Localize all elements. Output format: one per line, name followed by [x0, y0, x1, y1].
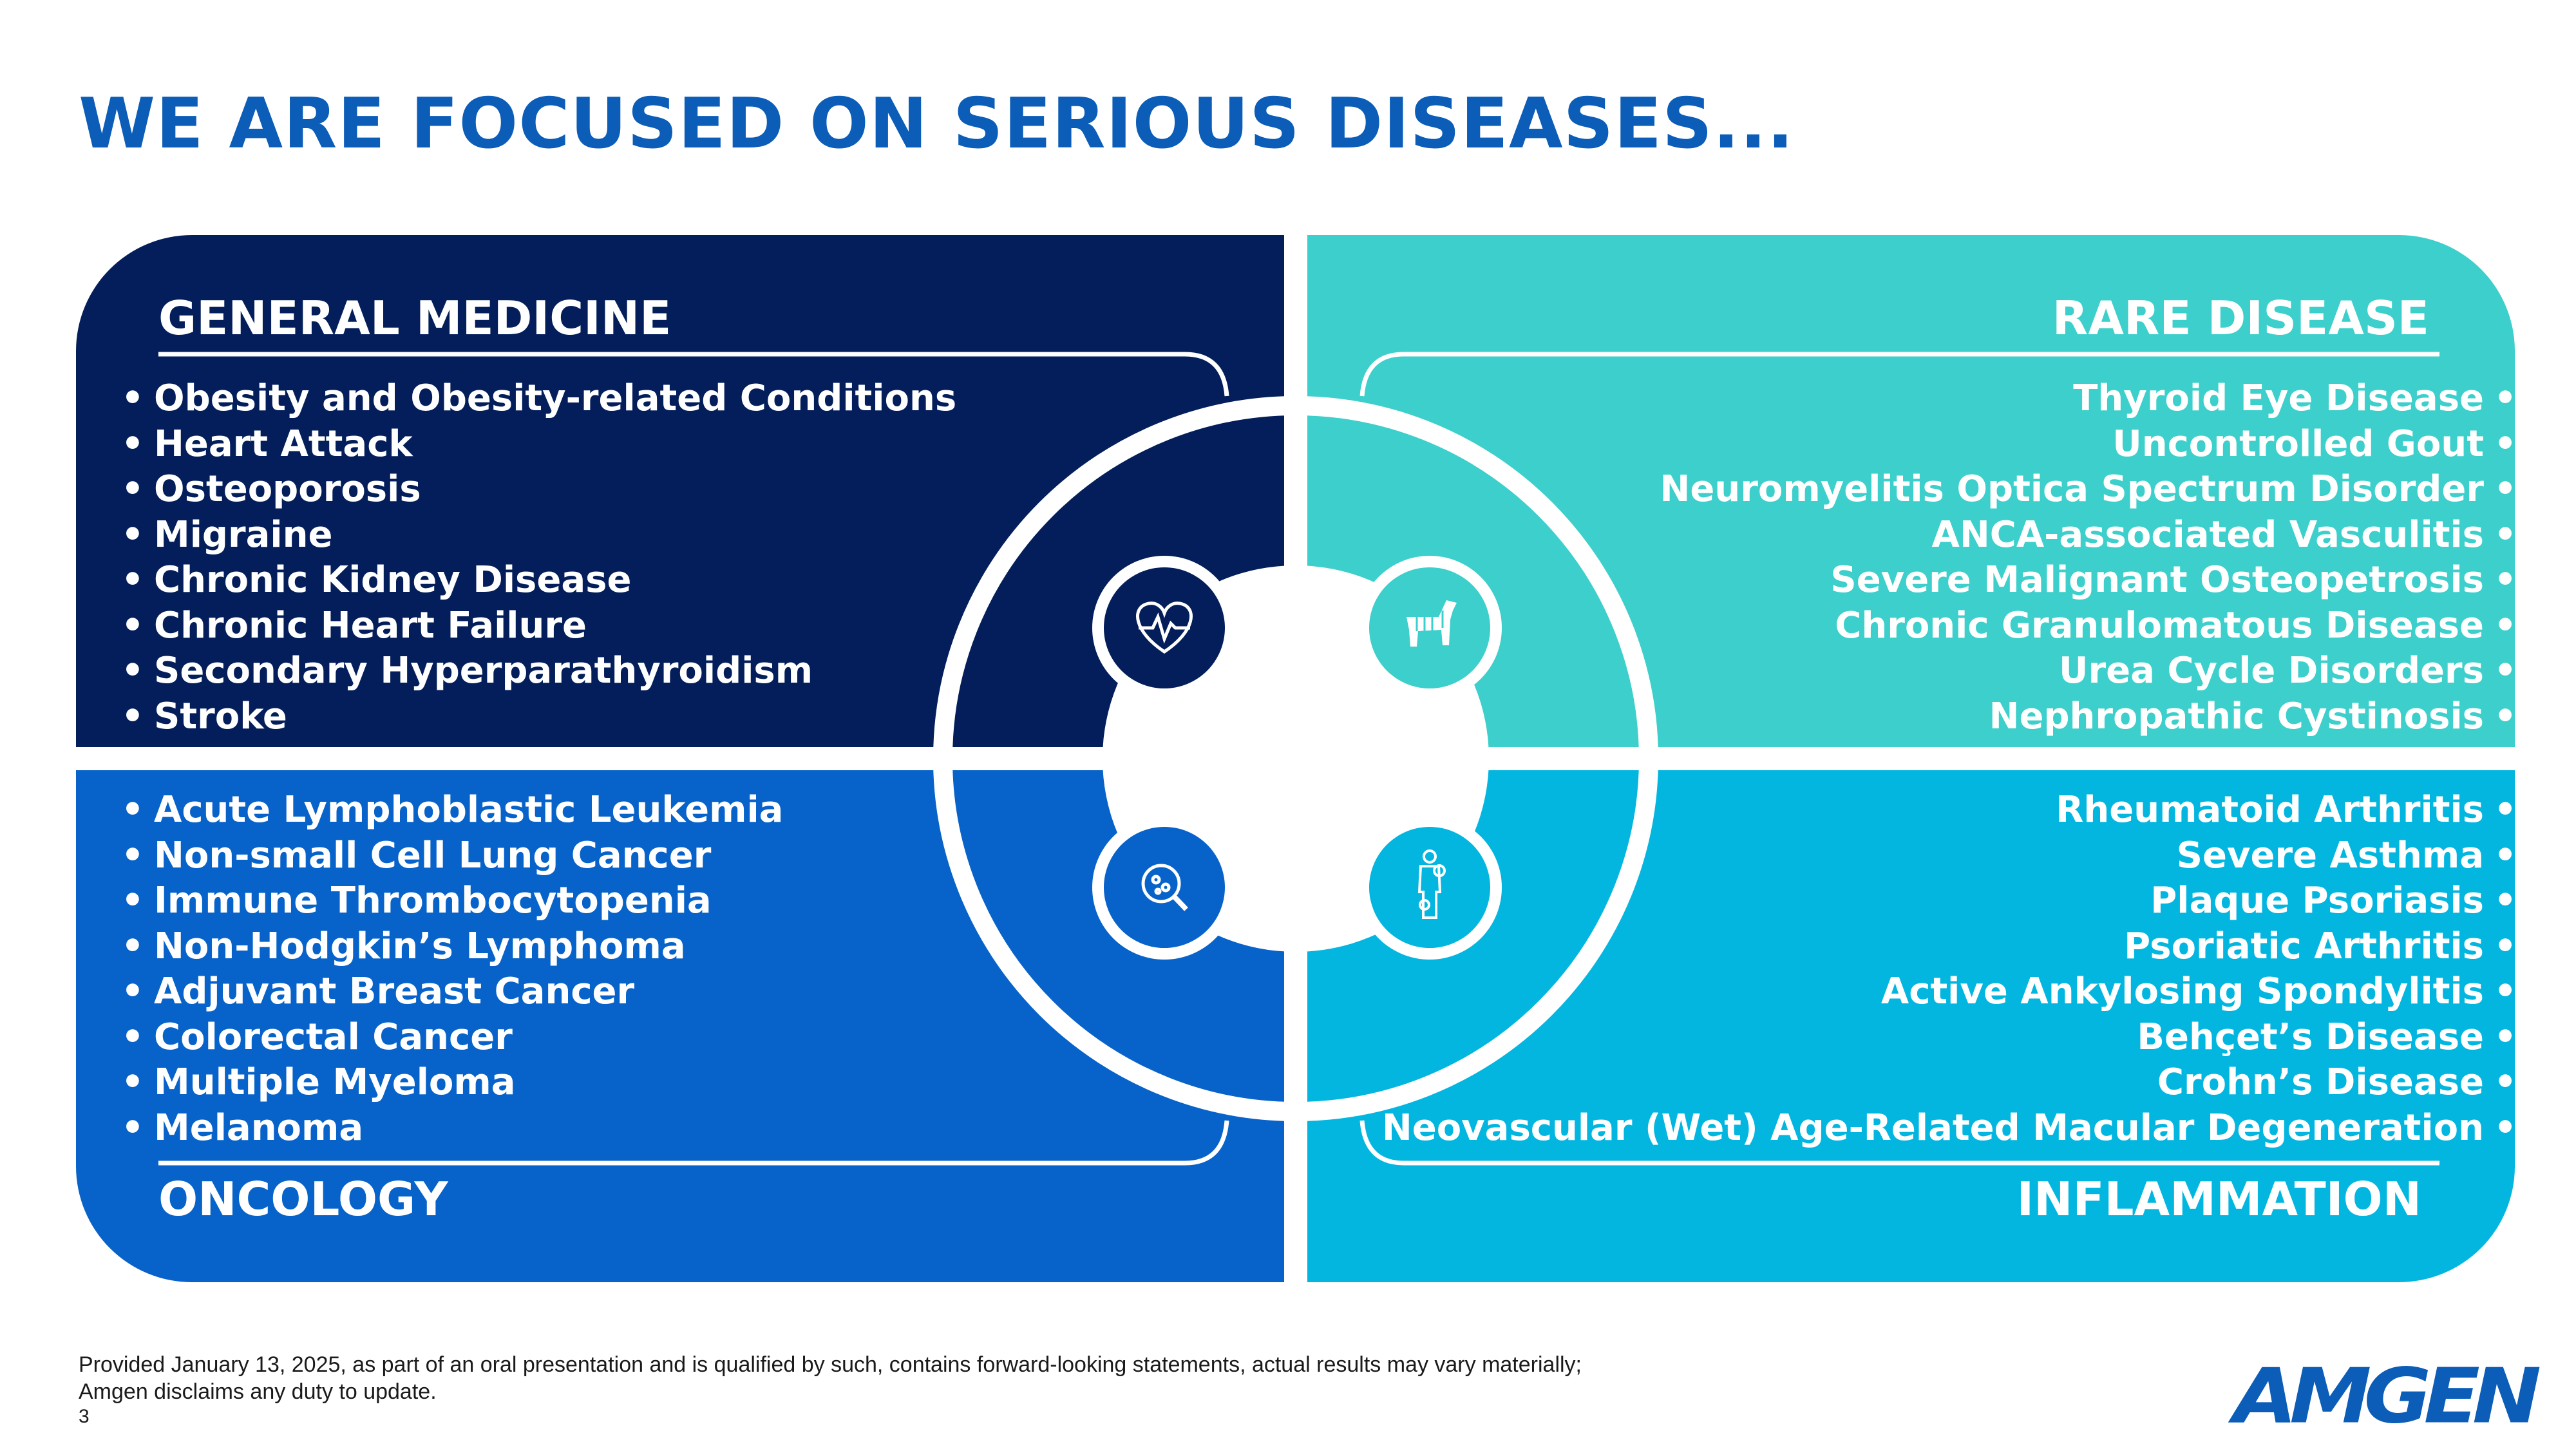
oncology-title: ONCOLOGY [158, 1172, 448, 1226]
list-item: Melanoma [121, 1106, 783, 1151]
list-item: Non-Hodgkin’s Lymphoma [121, 924, 783, 970]
amgen-logo: AMGEN [2233, 1352, 2541, 1441]
rare-disease-list: Thyroid Eye Disease Uncontrolled Gout Ne… [1660, 376, 2517, 739]
list-item: Psoriatic Arthritis [1382, 924, 2517, 970]
list-item: Chronic Heart Failure [121, 603, 956, 649]
zebra-badge [1358, 556, 1502, 700]
general-medicine-list: Obesity and Obesity-related Conditions H… [121, 376, 956, 739]
list-item: Colorectal Cancer [121, 1015, 783, 1061]
bracket-rare-disease [1359, 352, 2439, 397]
list-item: Chronic Kidney Disease [121, 558, 956, 603]
list-item: Chronic Granulomatous Disease [1660, 603, 2517, 649]
list-item: Uncontrolled Gout [1660, 422, 2517, 468]
list-item: Urea Cycle Disorders [1660, 649, 2517, 694]
list-item: Adjuvant Breast Cancer [121, 969, 783, 1015]
list-item: Neovascular (Wet) Age-Related Macular De… [1382, 1106, 2517, 1151]
list-item: Stroke [121, 694, 956, 740]
list-item: Osteoporosis [121, 467, 956, 513]
cell-magnifier-badge [1092, 815, 1236, 960]
list-item: Neuromyelitis Optica Spectrum Disorder [1660, 467, 2517, 513]
disclaimer-line-2: Amgen disclaims any duty to update. [79, 1379, 437, 1404]
list-item: Secondary Hyperparathyroidism [121, 649, 956, 694]
disclaimer-line-1: Provided January 13, 2025, as part of an… [79, 1352, 1582, 1377]
list-item: Rheumatoid Arthritis [1382, 788, 2517, 833]
list-item: Crohn’s Disease [1382, 1060, 2517, 1106]
heart-pulse-icon [1136, 601, 1193, 654]
oncology-list: Acute Lymphoblastic Leukemia Non-small C… [121, 788, 783, 1151]
list-item: Acute Lymphoblastic Leukemia [121, 788, 783, 833]
list-item: Thyroid Eye Disease [1660, 376, 2517, 422]
bracket-oncology [158, 1120, 1229, 1166]
bracket-inflammation [1359, 1120, 2439, 1166]
heart-pulse-badge [1092, 556, 1236, 700]
list-item: Active Ankylosing Spondylitis [1382, 969, 2517, 1015]
list-item: Migraine [121, 513, 956, 558]
list-item: Multiple Myeloma [121, 1060, 783, 1106]
rare-disease-title: RARE DISEASE [2052, 291, 2429, 345]
general-medicine-title: GENERAL MEDICINE [158, 291, 672, 345]
list-item: Nephropathic Cystinosis [1660, 694, 2517, 740]
cell-magnifier-icon [1141, 864, 1188, 911]
inflammation-title: INFLAMMATION [2016, 1172, 2421, 1226]
bracket-general-medicine [158, 352, 1229, 397]
list-item: ANCA-associated Vasculitis [1660, 513, 2517, 558]
page-title: WE ARE FOCUSED ON SERIOUS DISEASES... [79, 84, 1794, 164]
list-item: Severe Asthma [1382, 833, 2517, 879]
list-item: Severe Malignant Osteopetrosis [1660, 558, 2517, 603]
list-item: Non-small Cell Lung Cancer [121, 833, 783, 879]
disclaimer: Provided January 13, 2025, as part of an… [79, 1351, 1582, 1405]
list-item: Obesity and Obesity-related Conditions [121, 376, 956, 422]
list-item: Immune Thrombocytopenia [121, 878, 783, 924]
list-item: Heart Attack [121, 422, 956, 468]
list-item: Behçet’s Disease [1382, 1015, 2517, 1061]
list-item: Plaque Psoriasis [1382, 878, 2517, 924]
page-number: 3 [79, 1406, 90, 1427]
inflammation-list: Rheumatoid Arthritis Severe Asthma Plaqu… [1382, 788, 2517, 1151]
